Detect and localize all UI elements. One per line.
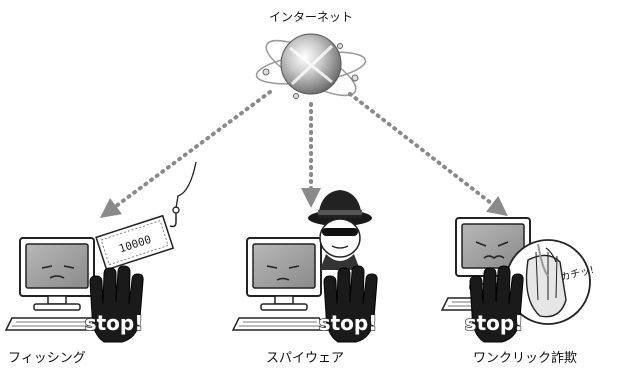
fishing-hook-icon	[169, 161, 197, 228]
worried-face	[475, 241, 509, 259]
threat-label-spyware: スパイウェア	[266, 351, 344, 366]
internet-label: インターネット	[269, 10, 353, 24]
globe-icon	[255, 33, 367, 99]
stop-hand-icon: stop!	[464, 265, 524, 343]
computer-icon	[232, 237, 328, 331]
worried-face	[266, 265, 300, 281]
stop-hand-icon: stop!	[84, 265, 144, 343]
worried-face	[41, 265, 75, 279]
arrow-to-phishing	[99, 90, 272, 218]
threat-label-one-click-fraud: ワンクリック詐欺	[473, 350, 577, 366]
banknote-icon: 10000	[95, 214, 175, 271]
phishing-group: 10000 stop! フィッシング	[5, 161, 197, 366]
stop-text: stop!	[319, 311, 378, 335]
threat-arrows	[99, 90, 508, 218]
one-click-fraud-group: カチッ! stop! ワンクリック詐欺	[441, 217, 595, 366]
mouse-click-icon: カチッ!	[505, 239, 595, 325]
internet-node: インターネット	[255, 10, 367, 99]
arrow-to-one-click-fraud	[348, 92, 508, 217]
spy-icon	[308, 190, 372, 270]
spyware-group: stop! スパイウェア	[232, 190, 378, 366]
stop-hand-icon: stop!	[318, 265, 378, 343]
threat-label-phishing: フィッシング	[8, 351, 86, 366]
computer-icon	[441, 217, 537, 311]
stop-text: stop!	[85, 311, 144, 335]
stop-text: stop!	[465, 311, 524, 335]
computer-icon	[5, 237, 101, 331]
